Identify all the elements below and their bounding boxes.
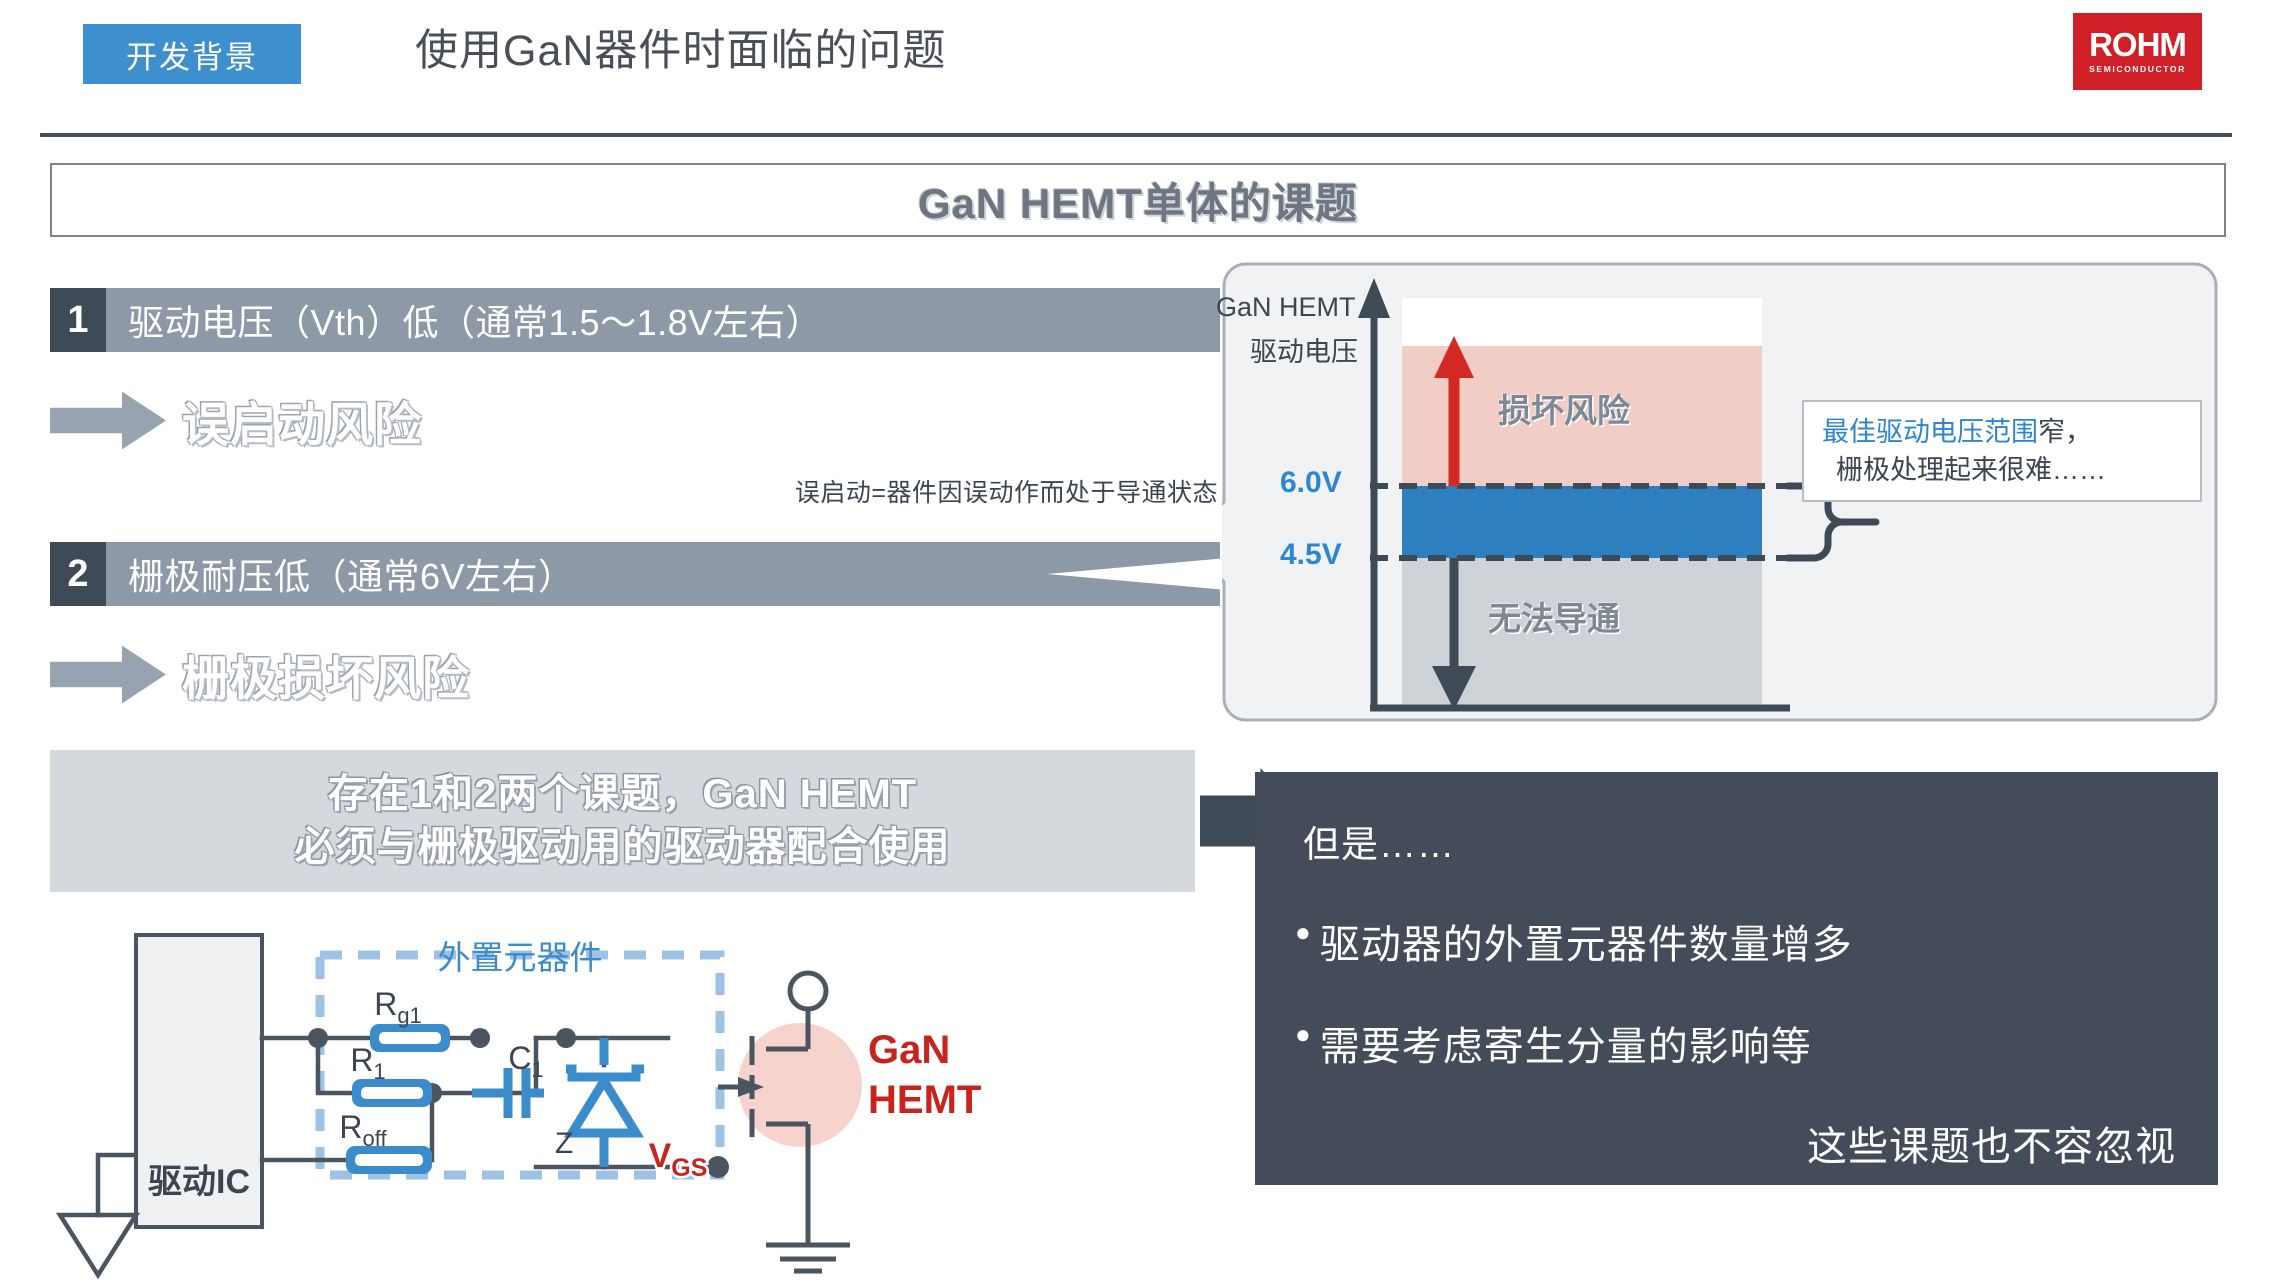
zone-label-no-conduction: 无法导通 xyxy=(1488,600,1620,637)
summary-line-2: 必须与栅极驱动用的驱动器配合使用 xyxy=(294,825,951,869)
gan-hemt-gate-arrow xyxy=(738,1077,764,1097)
resistor-r1-label: R1 xyxy=(350,1042,385,1084)
header-band: 开发背景 使用GaN器件时面临的问题 ROHM SEMICONDUCTOR xyxy=(0,0,2272,128)
header-divider xyxy=(40,133,2232,137)
ground-symbol-left xyxy=(55,1212,141,1280)
callout-line-1-rest: 窄， xyxy=(2038,416,2092,447)
device-label-line-1: GaN xyxy=(868,1028,950,1072)
issue-number-1: 1 xyxy=(50,288,106,352)
zener-diode xyxy=(563,1038,645,1167)
consequence-row-1: 误启动风险 xyxy=(50,386,422,455)
caveats-conclusion: 这些课题也不容忽视 xyxy=(1807,1125,2176,1169)
resistor-roff-label: Roff xyxy=(339,1109,387,1151)
issue-number-2: 2 xyxy=(50,542,106,606)
voltage-range-diagram-graphics xyxy=(1222,262,2218,722)
right-arrow-icon xyxy=(50,391,166,450)
rohm-logo: ROHM SEMICONDUCTOR xyxy=(2073,13,2202,90)
page-heading: 使用GaN器件时面临的问题 xyxy=(415,27,947,75)
summary-banner: 存在1和2两个课题，GaN HEMT 必须与栅极驱动用的驱动器配合使用 xyxy=(50,750,1195,892)
axis-label-line-1: GaN HEMT xyxy=(1216,292,1356,322)
consequence-text-2: 栅极损坏风险 xyxy=(182,652,470,705)
caveat-item-1: ● 驱动器的外置元器件数量增多 xyxy=(1295,912,2184,970)
resistor-rg1 xyxy=(370,1024,450,1052)
caveats-box: 但是…… ● 驱动器的外置元器件数量增多 ● 需要考虑寄生分量的影响等 这些课题… xyxy=(1255,772,2218,1185)
driver-ic-label: 驱动IC xyxy=(148,1163,250,1201)
section-title-box: GaN HEMT单体的课题 xyxy=(50,163,2226,237)
vgs-label: VGS xyxy=(649,1137,708,1182)
axis-label-line-2: 驱动电压 xyxy=(1250,337,1358,367)
diagram-callout-box: 最佳驱动电压范围窄， 栅极处理起来很难…… xyxy=(1802,400,2202,502)
caveat-text-2: 需要考虑寄生分量的影响等 xyxy=(1319,1025,1812,1069)
issue-text-1: 驱动电压（Vth）低（通常1.5～1.8V左右） xyxy=(106,288,1220,352)
capacitor-c1 xyxy=(472,1068,544,1118)
consequence-row-2: 栅极损坏风险 xyxy=(50,640,470,709)
bullet-icon: ● xyxy=(1295,917,1312,947)
voltage-range-diagram: GaN HEMT 驱动电压 6.0V 4.5V 损坏风险 无法导通 xyxy=(1216,262,2218,722)
lower-voltage-label: 4.5V xyxy=(1280,538,1342,571)
footnote-text: 误启动=器件因误动作而处于导通状态 xyxy=(794,479,1218,507)
callout-line-2: 栅极处理起来很难…… xyxy=(1836,455,2106,485)
zener-label: Z xyxy=(555,1127,573,1160)
external-components-region xyxy=(315,950,725,1180)
device-label-line-2: HEMT xyxy=(868,1078,981,1122)
rohm-logo-wordmark: ROHM xyxy=(2089,26,2187,64)
right-arrow-icon xyxy=(50,645,166,704)
rohm-logo-subtitle: SEMICONDUCTOR xyxy=(2089,63,2186,74)
ground-symbol-right xyxy=(766,1242,850,1274)
resistor-roff xyxy=(346,1146,432,1174)
drain-terminal xyxy=(787,970,829,1012)
caveat-text-1: 驱动器的外置元器件数量增多 xyxy=(1319,923,1853,967)
consequence-text-1: 误启动风险 xyxy=(182,398,422,451)
header-tag: 开发背景 xyxy=(83,24,301,84)
gate-drive-circuit-schematic: 驱动IC 外置元器件 Rg1 R1 Roff C1 Z VGS GaN HEMT xyxy=(55,933,984,1280)
callout-line-1: 最佳驱动电压范围窄， xyxy=(1822,413,2200,451)
external-components-label: 外置元器件 xyxy=(438,939,603,976)
driver-ic-block xyxy=(134,933,264,1229)
bullet-icon: ● xyxy=(1295,1019,1312,1049)
caveat-item-2: ● 需要考虑寄生分量的影响等 xyxy=(1295,1014,2184,1072)
issue-row-2: 2 栅极耐压低（通常6V左右） xyxy=(50,542,1220,606)
callout-highlight: 最佳驱动电压范围 xyxy=(1822,416,2038,447)
caveats-lead: 但是…… xyxy=(1303,824,1455,865)
upper-voltage-label: 6.0V xyxy=(1280,466,1342,499)
zone-label-risk: 损坏风险 xyxy=(1498,392,1630,429)
summary-line-1: 存在1和2两个课题，GaN HEMT xyxy=(327,772,918,817)
resistor-r1 xyxy=(352,1079,432,1107)
resistor-rg1-label: Rg1 xyxy=(374,986,422,1028)
capacitor-c1-label: C1 xyxy=(508,1040,543,1082)
section-title-text: GaN HEMT单体的课题 xyxy=(917,179,1358,227)
issue-row-1: 1 驱动电压（Vth）低（通常1.5～1.8V左右） xyxy=(50,288,1220,352)
device-highlight-circle xyxy=(738,1023,862,1147)
issue-text-2: 栅极耐压低（通常6V左右） xyxy=(106,542,1220,606)
